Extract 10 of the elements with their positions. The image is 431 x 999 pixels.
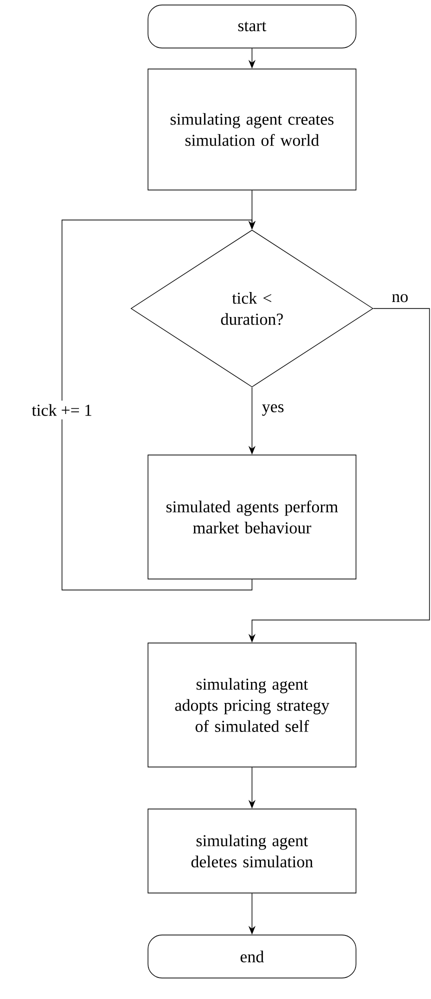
- process-box: simulating agent deletes simulation: [148, 808, 356, 894]
- process-box: simulating agent creates simulation of world: [148, 68, 356, 190]
- arrow: [62, 220, 256, 590]
- terminal-box: start: [148, 4, 356, 48]
- process-box: simulating agent adopts pricing strategy of simulated self: [148, 642, 356, 768]
- edge-label: tick += 1: [28, 400, 96, 420]
- edge-label: yes: [262, 404, 284, 416]
- edge-label: no: [392, 294, 408, 302]
- terminal-box: end: [148, 934, 356, 978]
- process-box: simulated agents perform market behaviour: [148, 454, 356, 580]
